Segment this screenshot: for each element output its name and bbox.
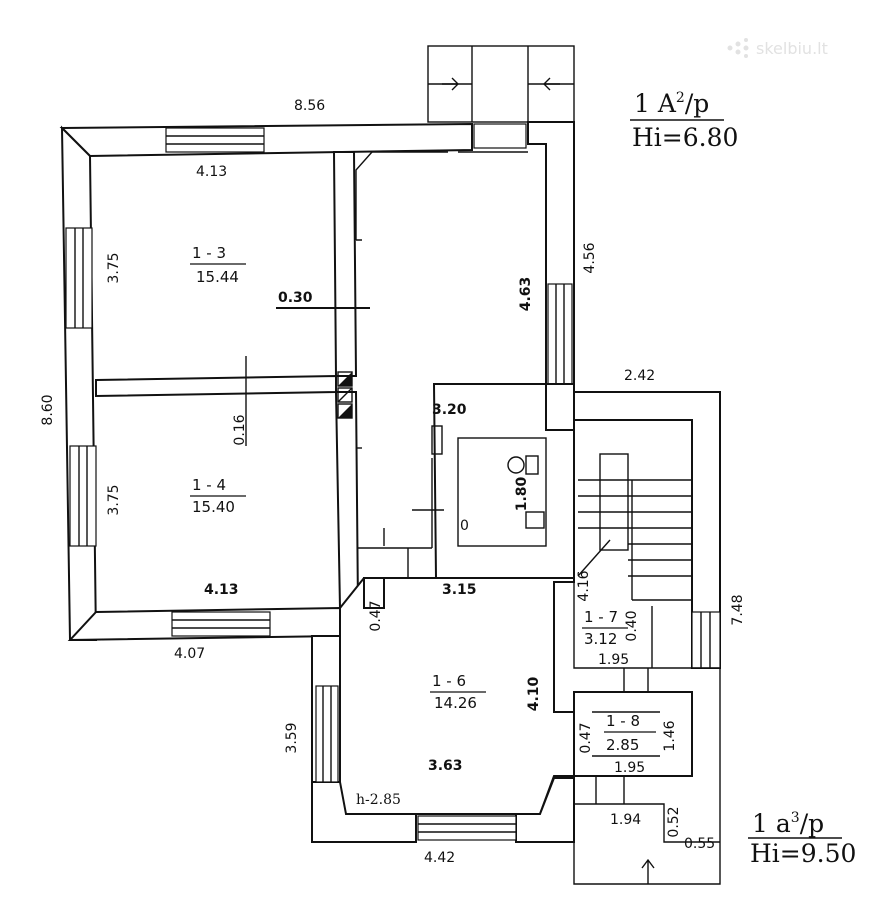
dim-room4-side: 3.75 bbox=[106, 484, 122, 515]
building-code-id: 1 A2/p bbox=[634, 89, 709, 118]
room-1-8-walls bbox=[573, 668, 721, 885]
wall-partition-3-hall bbox=[332, 151, 358, 377]
dim-top-width: 8.56 bbox=[294, 98, 325, 114]
window-room6-bottom bbox=[417, 815, 517, 841]
room-area: 2.85 bbox=[606, 736, 639, 754]
vent-shafts bbox=[337, 371, 353, 419]
room-area: 15.40 bbox=[192, 498, 235, 516]
room-1-7-label: 1 - 7 3.12 bbox=[582, 608, 628, 648]
dim-right-height: 4.56 bbox=[582, 242, 598, 273]
room-1-4-label: 1 - 4 15.40 bbox=[190, 476, 246, 516]
building-code: 1 A2/p Hi=6.80 bbox=[630, 89, 738, 152]
dim-room4-bottom: 4.13 bbox=[204, 582, 239, 598]
room-id: 1 - 3 bbox=[192, 244, 226, 262]
wall-partition-4-hall bbox=[334, 391, 360, 609]
room-id: 1 - 7 bbox=[584, 608, 618, 626]
dim-r6-inner: 3.63 bbox=[428, 758, 463, 774]
dim-wall-016: 0.16 bbox=[232, 414, 248, 445]
building-code-height: Hi=6.80 bbox=[632, 123, 738, 152]
dim-hall-height: 4.63 bbox=[518, 277, 534, 312]
room-area: 15.44 bbox=[196, 268, 239, 286]
entrance-porch bbox=[427, 45, 575, 123]
window-bottom-room4 bbox=[171, 611, 271, 637]
sink-icon bbox=[525, 511, 545, 529]
windows bbox=[65, 123, 573, 637]
window-stair bbox=[691, 611, 721, 669]
wall-partition-3-4 bbox=[95, 374, 337, 398]
dim-r6-height: 4.10 bbox=[526, 676, 542, 711]
window-left-room4 bbox=[69, 445, 97, 547]
room-1-8-label: 1 - 8 2.85 bbox=[604, 712, 656, 754]
dim-r8-height: 1.46 bbox=[662, 720, 678, 751]
dim-r6-top: 3.15 bbox=[442, 582, 477, 598]
dim-r6-left: 3.59 bbox=[284, 722, 300, 753]
room-labels: 1 - 3 15.44 1 - 4 15.40 1 - 6 14.26 1 - … bbox=[190, 244, 656, 754]
room-id: 1 - 6 bbox=[432, 672, 466, 690]
dim-r8-wall: 0.47 bbox=[578, 722, 594, 753]
room-area: 3.12 bbox=[584, 630, 617, 648]
room-id: 1 - 4 bbox=[192, 476, 226, 494]
room-id: 1 - 8 bbox=[606, 712, 640, 730]
annex-code-id: 1 a3/p bbox=[752, 809, 824, 838]
window-top-room3 bbox=[165, 127, 265, 153]
entrance-arrow-icon bbox=[641, 858, 655, 884]
dimension-labels: 8.56 8.60 4.13 3.75 0.30 0.16 3.75 4.13 … bbox=[40, 98, 746, 866]
watermark: skelbiu.lt bbox=[727, 38, 828, 58]
dim-wall-030: 0.30 bbox=[278, 290, 313, 306]
room-1-3-label: 1 - 3 15.44 bbox=[190, 244, 246, 286]
dim-stair-inner: 4.16 bbox=[576, 570, 592, 601]
stair-steps bbox=[577, 479, 692, 601]
dim-r7-wall: 0.40 bbox=[624, 610, 640, 641]
room-1-6-walls bbox=[311, 577, 575, 843]
room-1-6-label: 1 - 6 14.26 bbox=[430, 672, 486, 712]
dim-porch-wall: 0.52 bbox=[666, 806, 682, 837]
annex-code-height: Hi=9.50 bbox=[750, 839, 856, 868]
wall-top-left bbox=[59, 122, 473, 158]
dim-wc-width: 3.20 bbox=[432, 402, 467, 418]
dim-wc-zero: 0 bbox=[460, 518, 469, 534]
dim-r6-wall: 0.47 bbox=[368, 600, 384, 631]
window-right-hall bbox=[547, 283, 573, 385]
room-area: 14.26 bbox=[434, 694, 477, 712]
door-top-hall bbox=[473, 123, 527, 149]
window-left-room3 bbox=[65, 227, 93, 329]
hall-interior bbox=[355, 151, 528, 578]
dim-stair-width: 2.42 bbox=[624, 368, 655, 384]
toilet-icon bbox=[507, 456, 525, 474]
dim-r6-bottom: 4.42 bbox=[424, 850, 455, 866]
annex-code: 1 a3/p Hi=9.50 bbox=[748, 809, 856, 868]
dim-left-height: 8.60 bbox=[40, 394, 56, 425]
watermark-logo-icon bbox=[727, 38, 749, 58]
staircase-wing bbox=[573, 391, 721, 669]
dim-wc-height: 1.80 bbox=[514, 476, 530, 511]
dim-porch-side: 0.55 bbox=[684, 836, 715, 852]
window-room6-left bbox=[315, 685, 339, 783]
dim-bottom-left: 4.07 bbox=[174, 646, 205, 662]
wall-left bbox=[60, 125, 98, 641]
dim-r8-bottom: 1.95 bbox=[614, 760, 645, 776]
dim-porch-width: 1.94 bbox=[610, 812, 641, 828]
dim-room3-side: 3.75 bbox=[106, 252, 122, 283]
dim-stair-height: 7.48 bbox=[730, 594, 746, 625]
dim-room3-top: 4.13 bbox=[196, 164, 227, 180]
dim-r6-ceiling: h-2.85 bbox=[356, 792, 401, 808]
dim-r8-top: 1.95 bbox=[598, 652, 629, 668]
watermark-text: skelbiu.lt bbox=[756, 39, 828, 58]
